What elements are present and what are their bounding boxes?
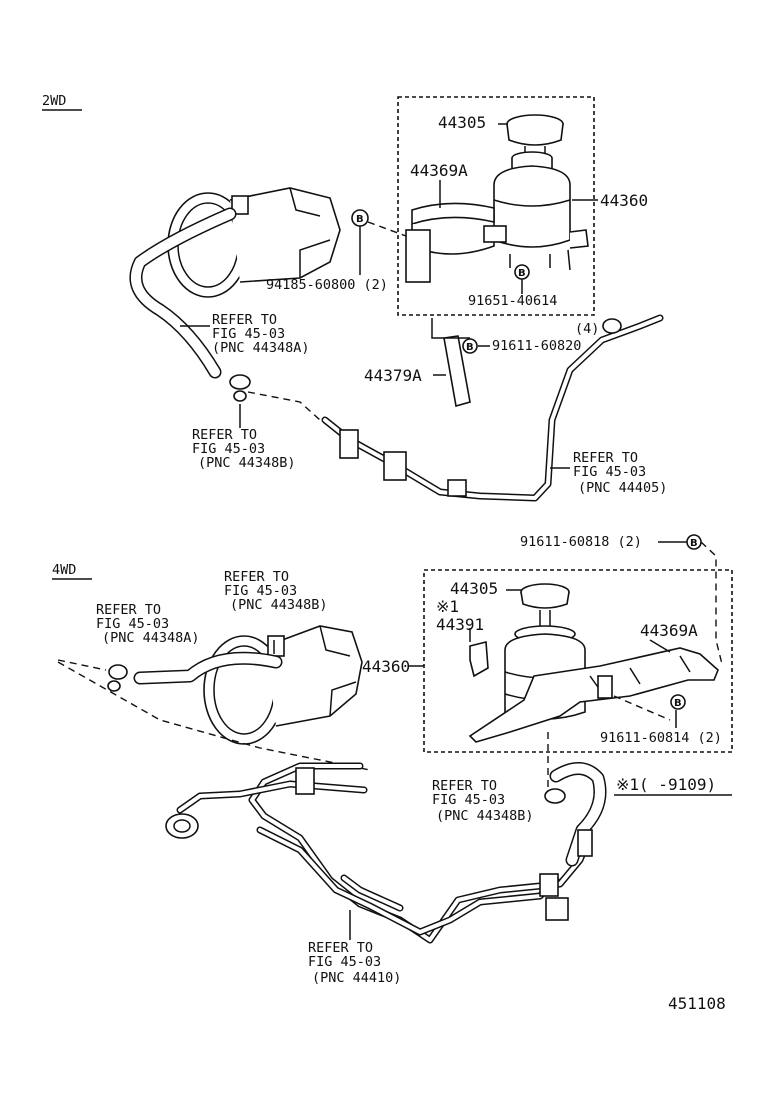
clamp-icon — [469, 640, 489, 678]
leader-bolt-top-dashed — [700, 541, 723, 665]
part-number-reservoir-2wd: 44360 — [600, 191, 648, 210]
hose-connection-dashed — [247, 391, 321, 421]
section-4wd: 4WD 91611-60818 (2) B — [52, 534, 733, 986]
svg-text:(PNC 44348A): (PNC 44348A) — [102, 630, 200, 646]
svg-text:(PNC 44348B): (PNC 44348B) — [436, 808, 534, 824]
svg-text:REFER TO: REFER TO — [192, 427, 257, 443]
part-number-cap-4wd: 44305 — [450, 579, 498, 598]
refer-note-4wd-d: REFER TO FIG 45-03 (PNC 44410) — [308, 940, 401, 986]
svg-text:REFER TO: REFER TO — [212, 312, 277, 328]
part-number-reservoir-4wd: 44360 — [362, 657, 410, 676]
note-mark-1: ※1 — [436, 597, 459, 616]
return-pipe-2wd — [321, 314, 664, 502]
mount-bracket-icon-4wd — [468, 647, 719, 743]
reservoir-tank-icon — [493, 151, 589, 271]
refer-note-4wd-b: REFER TO FIG 45-03 (PNC 44348B) — [224, 569, 328, 613]
part-number-clamp: 44391 — [436, 615, 484, 634]
part-number-bolt-right: 91611-60820 — [492, 338, 581, 354]
hose-pressure-4wd — [544, 762, 607, 867]
svg-text:(PNC 44348B): (PNC 44348B) — [198, 455, 296, 471]
part-number-stay: 44379A — [364, 366, 422, 385]
reservoir-cap-icon — [506, 114, 564, 156]
refer-note-2wd-a: REFER TO FIG 45-03 (PNC 44348A) — [212, 312, 310, 356]
refer-note-4wd-a: REFER TO FIG 45-03 (PNC 44348A) — [96, 602, 200, 646]
part-number-nut: 91651-40614 — [468, 293, 557, 309]
svg-text:B: B — [518, 268, 526, 279]
svg-text:REFER TO: REFER TO — [224, 569, 289, 585]
dashed-left-1 — [57, 659, 107, 671]
bolt-b-marker-1: B — [351, 209, 369, 227]
refer-note-2wd-c: REFER TO FIG 45-03 (PNC 44405) — [573, 450, 667, 496]
svg-text:FIG 45-03: FIG 45-03 — [432, 792, 505, 808]
svg-text:B: B — [690, 538, 698, 549]
bolt-b-marker-3: B — [462, 338, 478, 354]
part-number-cap-2wd: 44305 — [438, 113, 486, 132]
svg-text:FIG 45-03: FIG 45-03 — [212, 326, 285, 342]
reservoir-assembly-box-4wd — [423, 569, 733, 753]
svg-text:REFER TO: REFER TO — [432, 778, 497, 794]
bolt-b-marker-5: B — [670, 694, 686, 710]
bolt-b-marker-2: B — [514, 264, 530, 280]
svg-text:REFER TO: REFER TO — [308, 940, 373, 956]
svg-text:(PNC 44348A): (PNC 44348A) — [212, 340, 310, 356]
reservoir-cap-icon-4wd — [520, 583, 570, 630]
leader-bolt-bottom-dashed — [613, 695, 671, 721]
dashed-left-2 — [57, 661, 371, 771]
svg-text:FIG 45-03: FIG 45-03 — [308, 954, 381, 970]
leader-bolt-left — [367, 221, 407, 237]
part-number-bracket-4wd: 44369A — [640, 621, 698, 640]
section-label-4wd: 4WD — [52, 562, 76, 578]
svg-text:B: B — [356, 214, 364, 225]
band-bracket-icon — [405, 202, 507, 283]
refer-note-2wd-b: REFER TO FIG 45-03 (PNC 44348B) — [192, 427, 296, 471]
svg-text:FIG 45-03: FIG 45-03 — [96, 616, 169, 632]
svg-text:(PNC 44348B): (PNC 44348B) — [230, 597, 328, 613]
note-legend: ※1( -9109) — [616, 775, 716, 794]
pump-body-icon-4wd — [203, 625, 363, 745]
bolt-b-marker-4: B — [686, 534, 702, 550]
svg-text:B: B — [674, 698, 682, 709]
part-number-bolt-top-4wd: 91611-60818 (2) — [520, 534, 642, 550]
section-label-2wd: 2WD — [42, 93, 66, 109]
part-number-bolt-left: 94185-60800 (2) — [266, 277, 388, 293]
reservoir-assembly-box — [397, 96, 595, 316]
svg-text:B: B — [466, 342, 474, 353]
section-2wd: 2WD — [42, 93, 667, 502]
hose-suction-4wd — [107, 651, 283, 692]
figure-number: 451108 — [668, 994, 726, 1013]
svg-text:REFER TO: REFER TO — [573, 450, 638, 466]
part-number-bolt-bottom-4wd: 91611-60814 (2) — [600, 730, 722, 746]
hose-suction-2wd — [129, 207, 251, 402]
leader-bracket-4wd — [649, 639, 671, 653]
svg-text:(PNC 44405): (PNC 44405) — [578, 480, 667, 496]
part-number-bracket-2wd: 44369A — [410, 161, 468, 180]
refer-note-4wd-c: REFER TO FIG 45-03 (PNC 44348B) — [432, 778, 534, 824]
qty-4-label: (4) — [575, 321, 599, 337]
svg-text:FIG 45-03: FIG 45-03 — [573, 464, 646, 480]
svg-text:(PNC 44410): (PNC 44410) — [312, 970, 401, 986]
svg-text:FIG 45-03: FIG 45-03 — [192, 441, 265, 457]
svg-text:FIG 45-03: FIG 45-03 — [224, 583, 297, 599]
leader-stay — [431, 318, 470, 339]
svg-text:REFER TO: REFER TO — [96, 602, 161, 618]
return-pipe-4wd — [165, 762, 592, 944]
stay-bracket-icon — [443, 335, 471, 408]
